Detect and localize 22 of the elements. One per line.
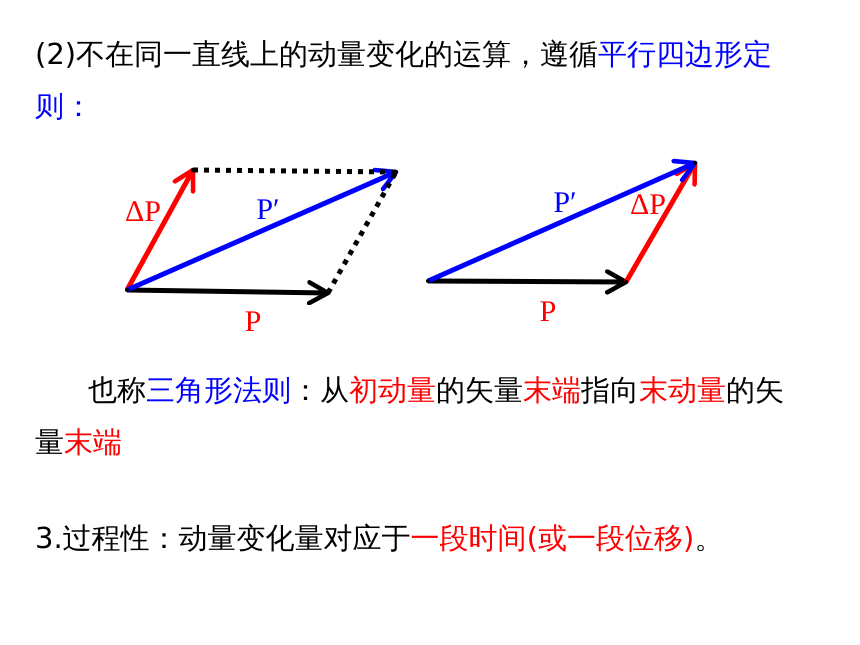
vertex-point: [125, 288, 129, 292]
text-paragraph: 3.过程性：动量变化量对应于一段时间(或一段位移)。: [35, 520, 724, 557]
vector-arrow: [124, 168, 196, 292]
text-paragraph: (2)不在同一直线上的动量变化的运算，遵循平行四边形定则：: [35, 36, 774, 125]
vector-label: P: [540, 295, 556, 329]
vertex-point: [426, 279, 430, 283]
vertex-point: [624, 280, 628, 284]
vector-arrow: [428, 269, 628, 295]
vector-arrow: [126, 168, 398, 292]
vector-arrow: [427, 158, 698, 284]
vector-arrow: [126, 280, 330, 306]
dotted-line: [192, 168, 396, 174]
text-paragraph: 也称三角形法则：从初动量的矢量末端指向末动量的矢量末端: [35, 372, 785, 461]
vector-label: P′: [256, 193, 280, 227]
vector-arrow: [624, 160, 698, 284]
vector-label: ΔP: [630, 188, 666, 222]
vertex-point: [394, 170, 398, 174]
vertex-point: [191, 168, 195, 172]
vector-label: ΔP: [125, 195, 161, 229]
vertex-point: [693, 161, 697, 165]
vector-label: P: [244, 305, 262, 339]
vector-label: P′: [553, 186, 577, 220]
